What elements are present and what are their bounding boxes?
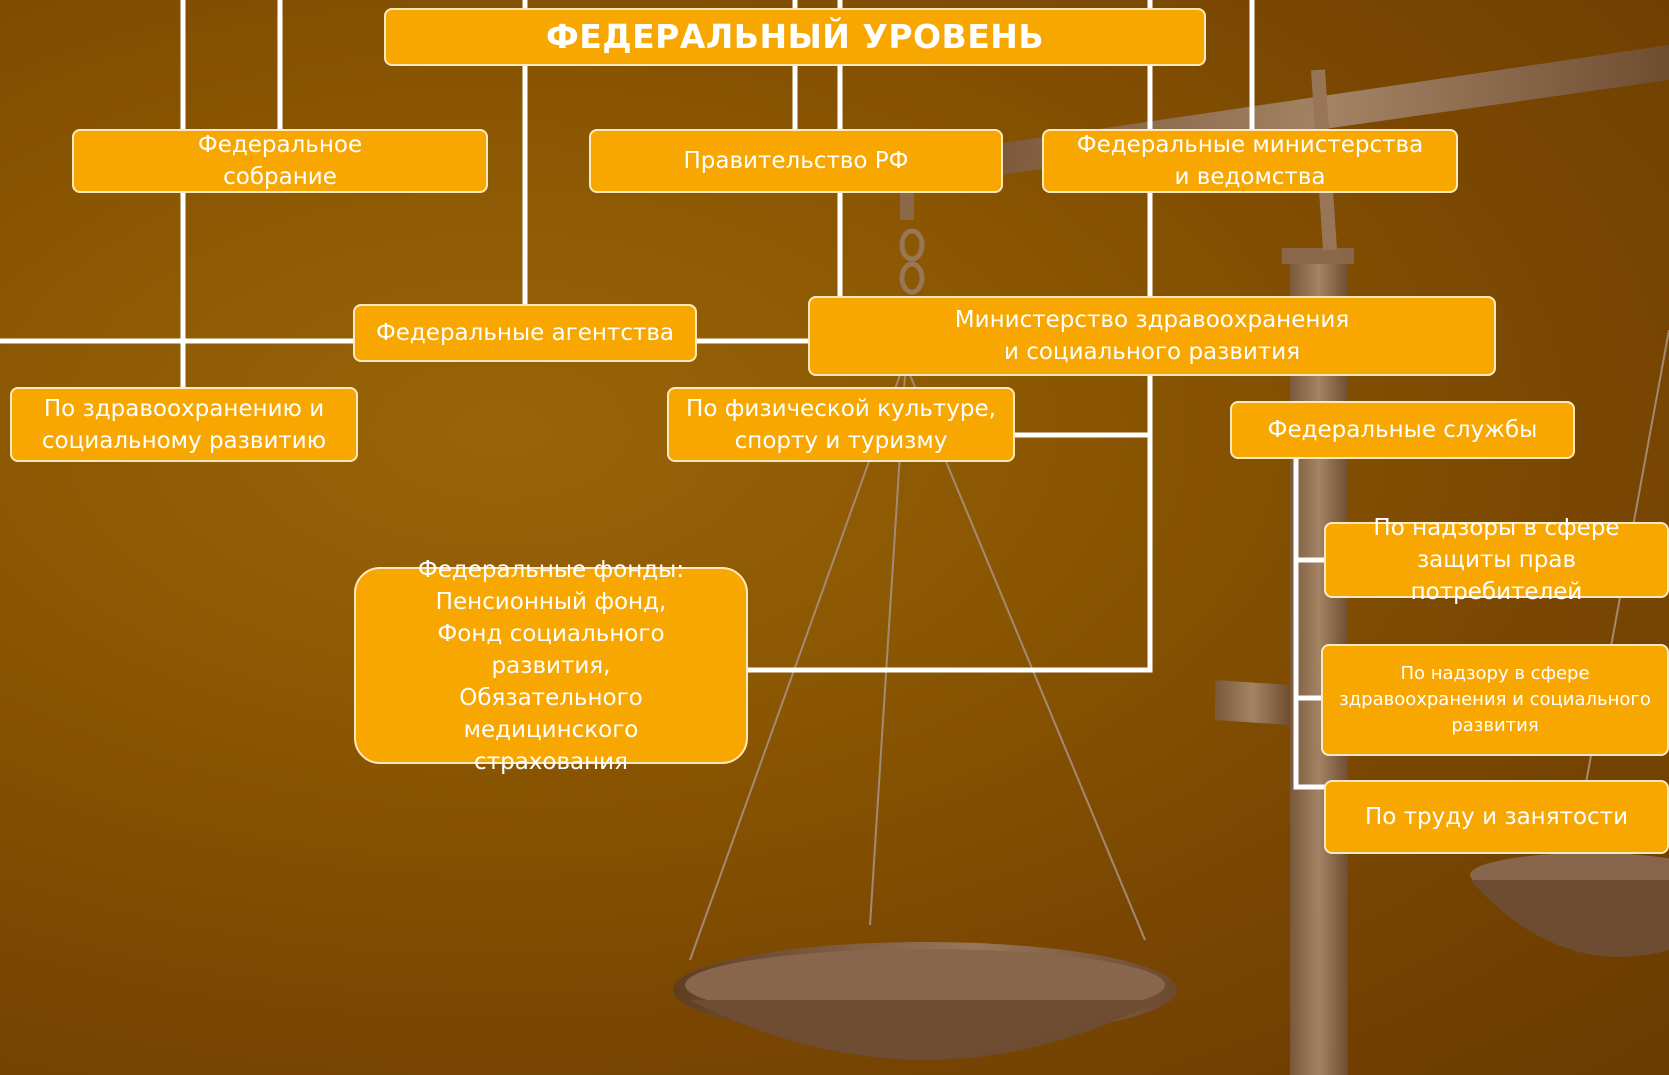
node-ministry-health-label: Министерство здравоохранения и социально… xyxy=(954,307,1350,365)
node-service-consumer: По надзоры в сфере защиты прав потребите… xyxy=(1324,515,1669,605)
page-title: ФЕДЕРАЛЬНЫЙ УРОВЕНЬ xyxy=(384,8,1206,66)
node-service-health-label: По надзору в сфере здравоохранения и соц… xyxy=(1339,663,1651,736)
node-federal-ministries: Федеральные министерства и ведомства xyxy=(1042,129,1458,193)
node-federal-assembly: Федеральное собрание xyxy=(72,129,488,193)
node-agency-health: По здравоохранению и социальному развити… xyxy=(10,387,358,462)
node-service-labor: По труду и занятости xyxy=(1324,780,1669,854)
node-federal-agencies-label: Федеральные агентства xyxy=(375,320,675,346)
node-agency-sport-label: По физической культуре, спорту и туризму xyxy=(686,395,996,454)
node-service-health: По надзору в сфере здравоохранения и соц… xyxy=(1321,644,1669,756)
node-service-consumer-label: По надзоры в сфере защиты прав потребите… xyxy=(1373,515,1620,605)
node-federal-assembly-label: Федеральное собрание xyxy=(197,132,363,190)
node-federal-funds-label: Федеральные фонды: Пенсионный фонд, Фонд… xyxy=(417,556,685,775)
node-government-label: Правительство РФ xyxy=(683,148,909,174)
node-federal-ministries-label: Федеральные министерства и ведомства xyxy=(1076,132,1424,190)
node-federal-agencies: Федеральные агентства xyxy=(353,304,697,362)
node-government: Правительство РФ xyxy=(589,129,1003,193)
node-ministry-health: Министерство здравоохранения и социально… xyxy=(808,296,1496,376)
node-federal-services: Федеральные службы xyxy=(1230,401,1575,459)
node-federal-services-label: Федеральные службы xyxy=(1267,417,1538,443)
node-service-labor-label: По труду и занятости xyxy=(1364,804,1629,830)
node-agency-sport: По физической культуре, спорту и туризму xyxy=(667,387,1015,462)
page-title-text: ФЕДЕРАЛЬНЫЙ УРОВЕНЬ xyxy=(545,17,1045,56)
node-agency-health-label: По здравоохранению и социальному развити… xyxy=(41,395,327,454)
node-federal-funds: Федеральные фонды: Пенсионный фонд, Фонд… xyxy=(354,557,748,775)
